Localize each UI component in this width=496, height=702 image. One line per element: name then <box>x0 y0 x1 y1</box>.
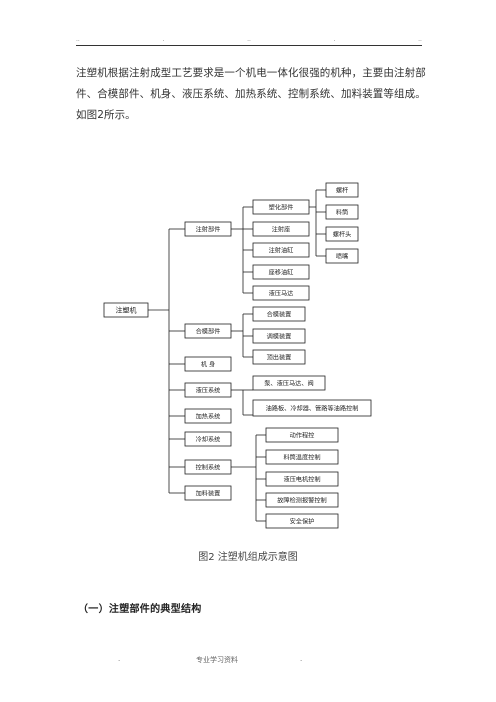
control-part-node-frame <box>265 427 339 443</box>
injection-part-node: 注射油缸 <box>252 242 310 258</box>
injection-part-node: 塑化部件 <box>252 199 310 215</box>
injection-part-node: 液压马达 <box>252 285 310 301</box>
level1-node-label: 机 身 <box>201 360 215 368</box>
injection-part-node-label: 座移油缸 <box>269 268 294 276</box>
footer-right-mark: . <box>300 655 303 663</box>
footer-text: 专业学习资料 <box>196 656 238 664</box>
level1-node-label: 注射部件 <box>196 225 221 233</box>
clamping-part-node-frame <box>252 349 306 365</box>
level1-node-label: 冷却系统 <box>196 435 221 443</box>
level1-node: 注射部件 <box>184 221 232 237</box>
header-rule <box>76 45 422 46</box>
root-node-label: 注塑机 <box>116 305 137 314</box>
level1-node: 控制系统 <box>184 459 232 475</box>
level1-node-label: 控制系统 <box>196 463 221 471</box>
figure-caption: 图2 注塑机组成示意图 <box>198 552 298 563</box>
plasticizing-part-node: 料筒 <box>325 204 359 220</box>
level1-node-label: 加料装置 <box>196 489 221 497</box>
clamping-part-node-frame <box>252 306 306 322</box>
injection-part-node-label: 注射座 <box>272 225 291 233</box>
intro-paragraph: 注塑机根据注射成型工艺要求是一个机电一体化很强的机种，主要由注射部件、合模部件、… <box>76 67 426 121</box>
level1-node-label: 合模部件 <box>196 327 221 335</box>
control-part-node-label: 安全保护 <box>290 517 315 525</box>
control-part-node: 料筒温度控制 <box>265 449 339 465</box>
clamping-part-node: 合模装置 <box>252 306 306 322</box>
injection-part-node-label: 注射油缸 <box>269 246 294 254</box>
plasticizing-part-node-frame <box>325 204 359 220</box>
hydraulic-part-node-label: 油路板、冷却器、管路等油路控制 <box>266 404 359 412</box>
clamping-part-node-label: 顶出装置 <box>267 353 292 361</box>
plasticizing-part-node-label: 螺杆头 <box>333 230 352 238</box>
header-mark: .. <box>247 36 251 43</box>
section-heading: （一）注塑部件的典型结构 <box>78 604 202 615</box>
injection-part-node-label: 液压马达 <box>269 289 294 297</box>
level1-node: 机 身 <box>184 356 232 372</box>
level1-node: 液压系统 <box>184 382 232 398</box>
plasticizing-part-node: 螺杆头 <box>325 226 359 242</box>
clamping-part-node-frame <box>252 328 306 344</box>
level1-node-label: 加热系统 <box>196 412 221 420</box>
plasticizing-part-node-label: 螺杆 <box>336 186 348 194</box>
control-part-node-frame <box>265 449 339 465</box>
plasticizing-part-node-frame <box>325 182 359 198</box>
hydraulic-part-node-frame <box>252 399 372 417</box>
control-part-node-label: 动作程控 <box>290 431 315 439</box>
hydraulic-part-node: 油路板、冷却器、管路等油路控制 <box>252 399 372 417</box>
level1-node: 加料装置 <box>184 485 232 501</box>
plasticizing-part-node: 喷嘴 <box>325 248 359 264</box>
plasticizing-part-node: 螺杆 <box>325 182 359 198</box>
level1-node-frame <box>184 431 232 447</box>
clamping-part-node-label: 调模装置 <box>267 332 292 340</box>
level1-node: 冷却系统 <box>184 431 232 447</box>
injection-part-node: 注射座 <box>252 221 310 237</box>
plasticizing-part-node-frame <box>325 248 359 264</box>
root-node: 注塑机 <box>103 302 149 318</box>
footer-left-mark: . <box>118 655 121 663</box>
level1-node-label: 液压系统 <box>196 386 221 394</box>
plasticizing-part-node-label: 料筒 <box>336 208 348 216</box>
control-part-node-label: 液压电机控制 <box>283 475 320 483</box>
hydraulic-part-node: 泵、液压马达、阀 <box>252 375 326 391</box>
injection-part-node-label: 塑化部件 <box>269 203 294 211</box>
header-mark: .. <box>76 36 80 43</box>
control-part-node-frame <box>265 492 339 508</box>
injection-part-node-frame <box>252 221 310 237</box>
hydraulic-part-node-label: 泵、液压马达、阀 <box>264 379 314 387</box>
page-footer: . 专业学习资料 . <box>118 655 318 667</box>
control-part-node: 故障检测报警控制 <box>265 492 339 508</box>
clamping-part-node: 调模装置 <box>252 328 306 344</box>
injection-part-node-frame <box>252 264 310 280</box>
control-part-node-frame <box>265 513 339 529</box>
header-mark: . <box>333 36 336 43</box>
clamping-part-node-label: 合模装置 <box>267 310 292 318</box>
injection-part-node-frame <box>252 242 310 258</box>
level1-node-frame <box>184 485 232 501</box>
plasticizing-part-node-label: 喷嘴 <box>336 252 348 260</box>
hydraulic-part-node-frame <box>252 375 326 391</box>
injection-part-node-frame <box>252 285 310 301</box>
plasticizing-part-node-frame <box>325 226 359 242</box>
control-part-node-frame <box>265 471 339 487</box>
page-header-marks: .. . .. . .. <box>76 36 422 46</box>
injection-part-node: 座移油缸 <box>252 264 310 280</box>
control-part-node: 液压电机控制 <box>265 471 339 487</box>
level1-node-frame <box>184 408 232 424</box>
clamping-part-node: 顶出装置 <box>252 349 306 365</box>
control-part-node-label: 故障检测报警控制 <box>277 496 327 504</box>
header-mark: .. <box>418 36 422 43</box>
level1-node: 合模部件 <box>184 323 232 339</box>
control-part-node: 安全保护 <box>265 513 339 529</box>
control-part-node: 动作程控 <box>265 427 339 443</box>
control-part-node-label: 料筒温度控制 <box>283 453 320 461</box>
level1-node: 加热系统 <box>184 408 232 424</box>
level1-node-frame <box>184 356 232 372</box>
header-mark: . <box>162 36 165 43</box>
